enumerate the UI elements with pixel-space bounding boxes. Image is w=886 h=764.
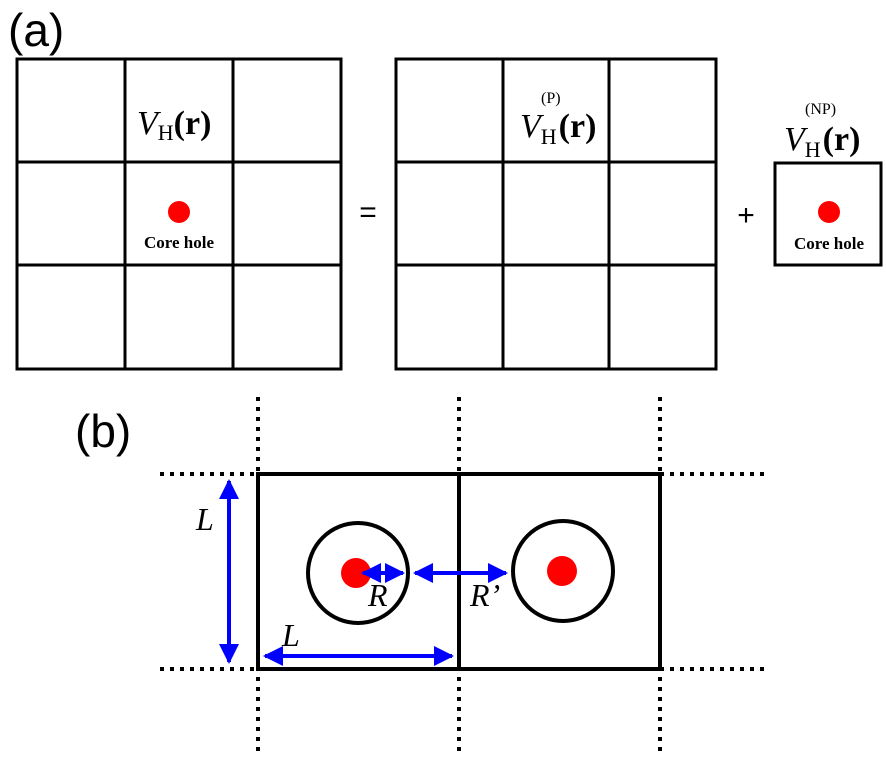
right-core-hole-label: Core hole bbox=[794, 234, 864, 253]
horizontal-length-label: L bbox=[281, 617, 300, 653]
radius-label: R bbox=[367, 577, 388, 613]
panel-a-label: (a) bbox=[8, 4, 64, 56]
core-hole-right bbox=[547, 556, 577, 586]
right-core-hole-dot bbox=[818, 201, 840, 223]
right-potential-label: VH(r) bbox=[784, 121, 860, 162]
vertical-length-label: L bbox=[195, 501, 214, 537]
right-potential-superscript: (NP) bbox=[805, 101, 836, 118]
left-core-hole-dot bbox=[168, 201, 190, 223]
plus-sign: + bbox=[737, 199, 755, 232]
separation-label: R’ bbox=[469, 577, 500, 613]
left-grid bbox=[15, 57, 343, 371]
left-potential-label: VH(r) bbox=[137, 105, 211, 145]
periodic-boundaries bbox=[160, 397, 765, 755]
sphere-right bbox=[511, 519, 615, 623]
middle-potential-label: VH(r) bbox=[520, 108, 596, 149]
dimension-arrows bbox=[219, 479, 508, 666]
panel-b-label: (b) bbox=[75, 405, 131, 457]
middle-grid bbox=[394, 57, 718, 371]
equals-sign: = bbox=[359, 196, 377, 229]
left-core-hole-label: Core hole bbox=[144, 233, 214, 252]
right-box bbox=[773, 161, 883, 267]
sphere-left bbox=[306, 521, 410, 625]
middle-potential-superscript: (P) bbox=[541, 90, 561, 107]
